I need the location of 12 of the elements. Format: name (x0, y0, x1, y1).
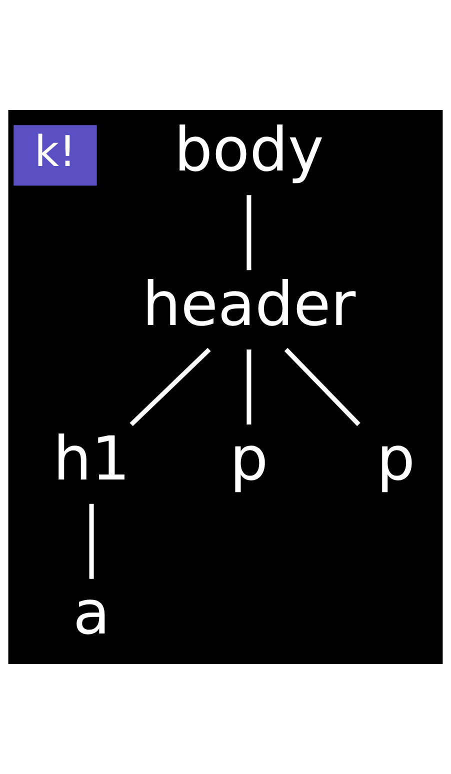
node-text: p (376, 424, 416, 494)
node-text: p (230, 424, 268, 494)
label: k! (34, 126, 76, 176)
connector (246, 195, 252, 270)
connector (284, 348, 360, 426)
connector (130, 348, 211, 426)
node-text: body (174, 116, 324, 186)
node-text: a (72, 578, 110, 649)
connector (89, 504, 94, 579)
node-text: h1 (53, 424, 130, 494)
node-text: header (142, 270, 356, 340)
connector (246, 350, 252, 424)
